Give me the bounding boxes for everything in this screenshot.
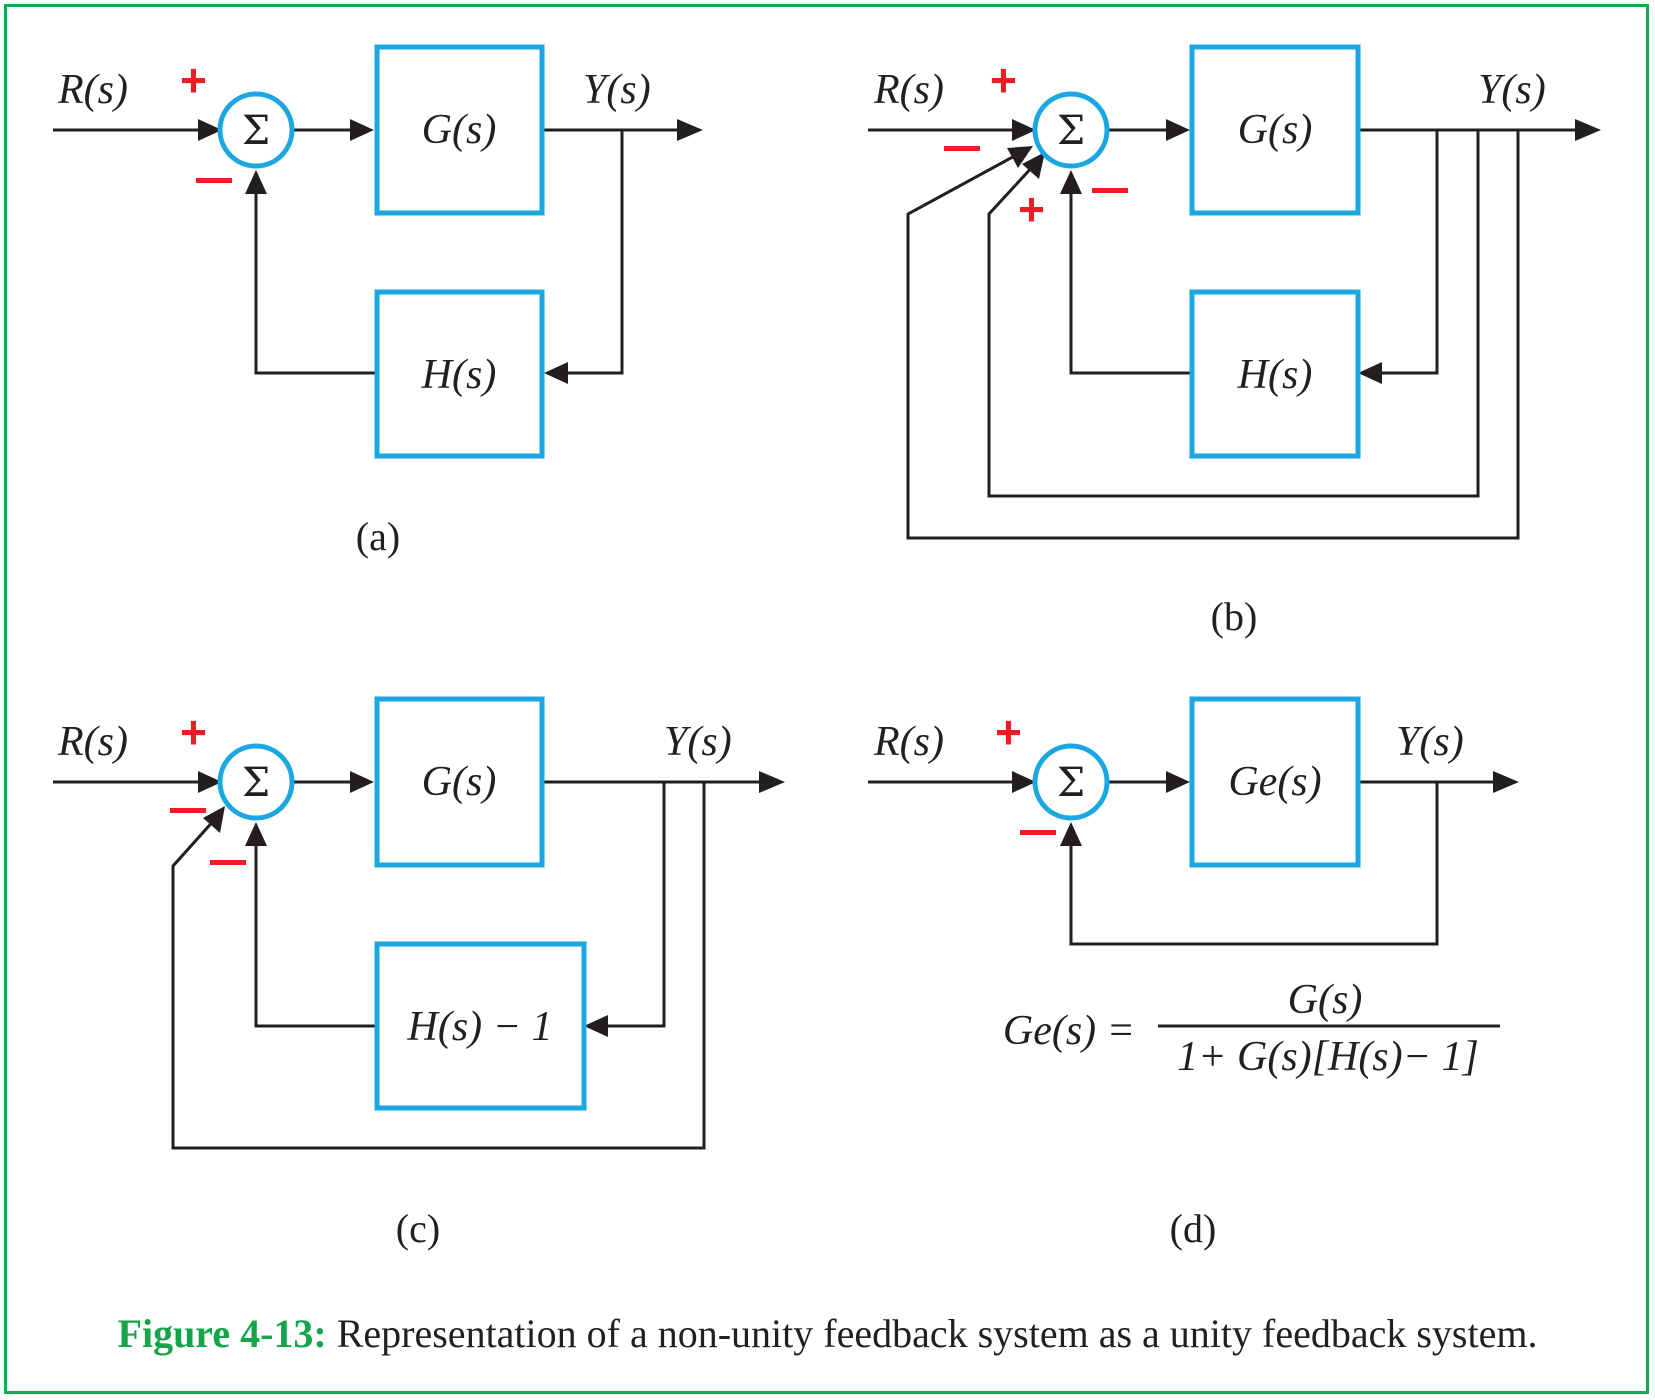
panel-label: (b) bbox=[1211, 594, 1258, 639]
summing-junction bbox=[217, 743, 295, 821]
block-g bbox=[1189, 44, 1361, 216]
minus-sign bbox=[196, 178, 232, 183]
sigma-symbol: Σ bbox=[242, 760, 270, 806]
panel-a: Σ G(s) H(s) R(s) Y(s) + (a) bbox=[53, 44, 703, 559]
input-label: R(s) bbox=[873, 67, 944, 113]
arrow-head bbox=[759, 771, 785, 793]
arrow-head bbox=[1007, 146, 1033, 168]
equation-numerator: G(s) bbox=[1288, 977, 1363, 1023]
arrow-head bbox=[245, 170, 267, 194]
sigma-symbol: Σ bbox=[242, 108, 270, 154]
arrow-head bbox=[1060, 170, 1082, 194]
output-label: Y(s) bbox=[1478, 67, 1546, 113]
block-g-label: G(s) bbox=[422, 107, 497, 153]
plus-sign: + bbox=[180, 54, 207, 106]
unity-loop-minus bbox=[171, 782, 706, 1150]
arrow-head bbox=[1166, 119, 1190, 141]
block-h bbox=[1189, 289, 1361, 459]
arrow-head bbox=[350, 119, 374, 141]
unity-loop-minus bbox=[906, 130, 1520, 540]
arrow-head bbox=[584, 1015, 608, 1037]
plus-sign: + bbox=[180, 706, 207, 758]
summing-junction bbox=[217, 91, 295, 169]
summing-junction bbox=[1032, 743, 1110, 821]
panel-label: (c) bbox=[396, 1206, 440, 1251]
input-label: R(s) bbox=[57, 67, 128, 113]
caption-text: Representation of a non-unity feedback s… bbox=[336, 1311, 1538, 1356]
arrow-head bbox=[198, 119, 222, 141]
plus-sign: + bbox=[1018, 183, 1045, 235]
arrow-head bbox=[198, 771, 222, 793]
block-h bbox=[374, 289, 545, 459]
equation-lhs: Ge(s) = bbox=[1003, 1008, 1135, 1054]
plus-sign: + bbox=[995, 706, 1022, 758]
panel-c: Σ G(s) H(s) − 1 R(s) Y(s) + (c) bbox=[53, 696, 785, 1251]
block-g-label: G(s) bbox=[422, 759, 497, 805]
arrow-head bbox=[1012, 771, 1036, 793]
feedback-return-line bbox=[254, 184, 377, 375]
feedback-line bbox=[596, 782, 666, 1028]
block-h-minus-1 bbox=[374, 941, 587, 1111]
input-label: R(s) bbox=[873, 719, 944, 765]
minus-sign bbox=[210, 860, 246, 865]
panel-b: Σ G(s) H(s) R(s) Y(s) + + (b) bbox=[868, 44, 1601, 639]
figure-frame bbox=[4, 4, 1649, 1394]
arrow-head bbox=[677, 119, 703, 141]
minus-sign bbox=[170, 808, 206, 813]
feedback-return-line bbox=[1069, 184, 1192, 375]
minus-sign bbox=[1020, 830, 1056, 835]
figure-caption: Figure 4-13: Representation of a non-uni… bbox=[0, 1310, 1655, 1357]
arrow-head bbox=[203, 806, 225, 833]
input-label: R(s) bbox=[57, 719, 128, 765]
block-h-label: H(s) bbox=[1237, 352, 1313, 398]
panel-d: Σ Ge(s) R(s) Y(s) + Ge(s) = G(s) 1+ G(s)… bbox=[868, 696, 1519, 1251]
block-h-label: H(s) bbox=[421, 352, 497, 398]
panel-label: (d) bbox=[1170, 1206, 1217, 1251]
arrow-head bbox=[544, 362, 568, 384]
block-g bbox=[374, 696, 545, 868]
output-label: Y(s) bbox=[664, 719, 732, 765]
block-g-label: G(s) bbox=[1238, 107, 1313, 153]
arrow-head bbox=[245, 822, 267, 846]
sigma-symbol: Σ bbox=[1057, 108, 1085, 154]
block-ge-label: Ge(s) bbox=[1228, 759, 1321, 805]
unity-feedback-line bbox=[1069, 782, 1439, 946]
arrow-head bbox=[1012, 119, 1036, 141]
arrow-head bbox=[1493, 771, 1519, 793]
arrow-head bbox=[1060, 822, 1082, 846]
block-g bbox=[374, 44, 545, 216]
equation-denominator: 1+ G(s)[H(s)− 1] bbox=[1177, 1034, 1479, 1080]
summing-junction bbox=[1032, 91, 1110, 169]
arrow-head bbox=[1166, 771, 1190, 793]
sigma-symbol: Σ bbox=[1057, 760, 1085, 806]
feedback-line bbox=[556, 130, 624, 375]
output-label: Y(s) bbox=[583, 67, 651, 113]
arrow-head bbox=[350, 771, 374, 793]
plus-sign: + bbox=[990, 54, 1017, 106]
feedback-return-line bbox=[254, 836, 377, 1028]
minus-sign bbox=[1092, 188, 1128, 193]
feedback-line bbox=[1370, 130, 1439, 375]
figure-label: Figure 4-13: bbox=[117, 1311, 327, 1356]
arrow-head bbox=[1575, 119, 1601, 141]
output-label: Y(s) bbox=[1396, 719, 1464, 765]
block-h-minus-1-label: H(s) − 1 bbox=[407, 1004, 553, 1050]
minus-sign bbox=[944, 146, 980, 151]
arrow-head bbox=[1358, 362, 1382, 384]
panel-label: (a) bbox=[356, 514, 400, 559]
arrow-head bbox=[1022, 152, 1045, 179]
unity-loop-plus bbox=[987, 130, 1480, 498]
block-ge bbox=[1189, 696, 1361, 868]
